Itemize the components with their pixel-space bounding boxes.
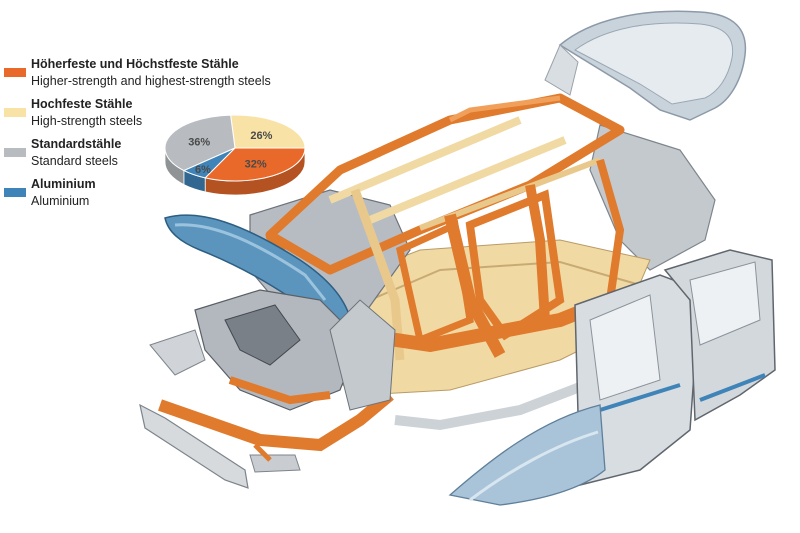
legend-item-aluminium: Aluminium Aluminium <box>4 177 314 217</box>
pie-data-label: 6% <box>195 164 211 176</box>
pie-slice <box>164 114 236 172</box>
legend-swatch-gray <box>4 148 26 157</box>
pie-slice <box>230 114 306 149</box>
legend-label-german: Aluminium <box>31 177 96 191</box>
legend-item-higher-strength: Höherfeste und Höchstfeste Stähle Higher… <box>4 57 314 97</box>
pie-data-label: 32% <box>245 158 267 170</box>
legend-label-english: Higher-strength and highest-strength ste… <box>31 74 271 88</box>
legend-swatch-blue <box>4 188 26 197</box>
pie-slice <box>204 147 306 182</box>
legend-label-english: High-strength steels <box>31 114 143 128</box>
legend-swatch-cream <box>4 108 26 117</box>
legend-label-german: Höherfeste und Höchstfeste Stähle <box>31 57 239 71</box>
pie-chart: 32% 26% 36% 6% <box>164 114 306 196</box>
pie-slice <box>182 147 236 179</box>
legend-swatch-orange <box>4 68 26 77</box>
legend-item-standard: Standardstähle Standard steels <box>4 137 314 177</box>
pie-data-label: 26% <box>250 130 272 142</box>
legend-label-german: Standardstähle <box>31 137 122 151</box>
legend-label-english: Standard steels <box>31 154 118 168</box>
legend-item-high-strength: Hochfeste Stähle High-strength steels <box>4 97 314 137</box>
legend-label-german: Hochfeste Stähle <box>31 97 133 111</box>
legend-label-english: Aluminium <box>31 194 90 208</box>
legend: Höherfeste und Höchstfeste Stähle Higher… <box>4 57 314 217</box>
pie-data-label: 36% <box>188 136 210 148</box>
